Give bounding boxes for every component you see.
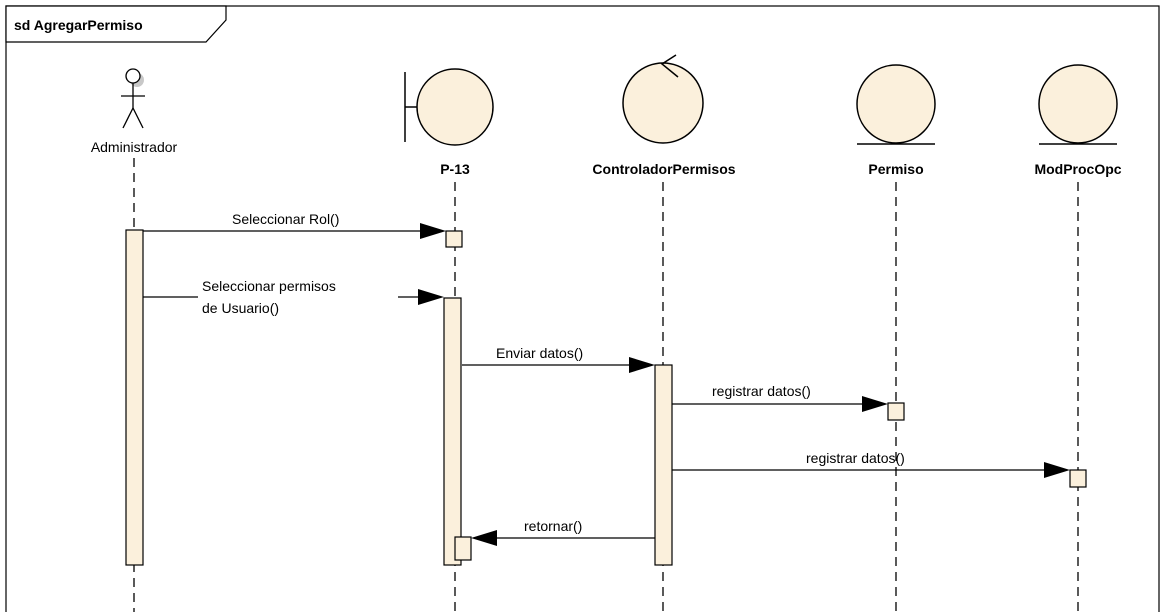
message-label: Enviar datos() [496,345,583,361]
activation-permiso [887,402,905,421]
activations [125,229,1087,566]
actor-left-leg [122,107,134,129]
message-arrowhead [471,530,497,546]
participant-label-modprocopc: ModProcOpc [1034,161,1121,177]
participant-label-administrador: Administrador [91,139,178,155]
actor-right-leg [132,107,144,129]
activation-modprocopc [1069,469,1087,488]
actor-head [125,68,141,84]
actor-administrador: Administrador [91,68,178,155]
activation-p13-return [454,536,472,561]
message-label: registrar datos() [806,450,905,466]
activation-p13-rol [445,230,463,248]
message-label: Seleccionar permisos [202,278,336,294]
control-circle [622,62,704,144]
message-arrowhead [420,223,446,239]
entity-circle [856,64,936,144]
message-registrar-datos-permiso: registrar datos() [672,383,888,412]
frame-title: sd AgregarPermiso [14,17,143,33]
entity-modprocopc: ModProcOpc [1034,64,1122,177]
boundary-circle [416,68,494,146]
activation-p13 [443,297,462,566]
message-label: de Usuario() [202,300,279,316]
message-registrar-datos-modprocopc: registrar datos() [672,450,1070,478]
message-label-backdrop [198,286,398,308]
control-arrowhead [660,54,679,78]
message-arrowhead [418,289,444,305]
message-enviar-datos: Enviar datos() [462,345,655,373]
message-arrowhead [1044,462,1070,478]
message-label: Seleccionar Rol() [232,211,339,227]
message-retornar: retornar() [471,518,655,546]
entity-permiso: Permiso [856,64,936,177]
entity-circle [1038,64,1118,144]
participant-label-permiso: Permiso [868,161,923,177]
message-label: registrar datos() [712,383,811,399]
message-seleccionar-permisos: Seleccionar permisos de Usuario() [143,278,444,316]
participant-label-controladorpermisos: ControladorPermisos [592,161,735,177]
participant-label-p13: P-13 [440,161,470,177]
control-controladorpermisos: ControladorPermisos [592,54,736,177]
activation-controladorpermisos [654,364,673,566]
message-label: retornar() [524,518,582,534]
boundary-p13: P-13 [404,68,494,177]
frame-title-tab [5,5,227,43]
activation-administrador [125,229,144,566]
message-arrowhead [629,357,655,373]
message-seleccionar-rol: Seleccionar Rol() [143,211,446,239]
diagram-frame [5,5,1160,612]
message-arrowhead [862,396,888,412]
